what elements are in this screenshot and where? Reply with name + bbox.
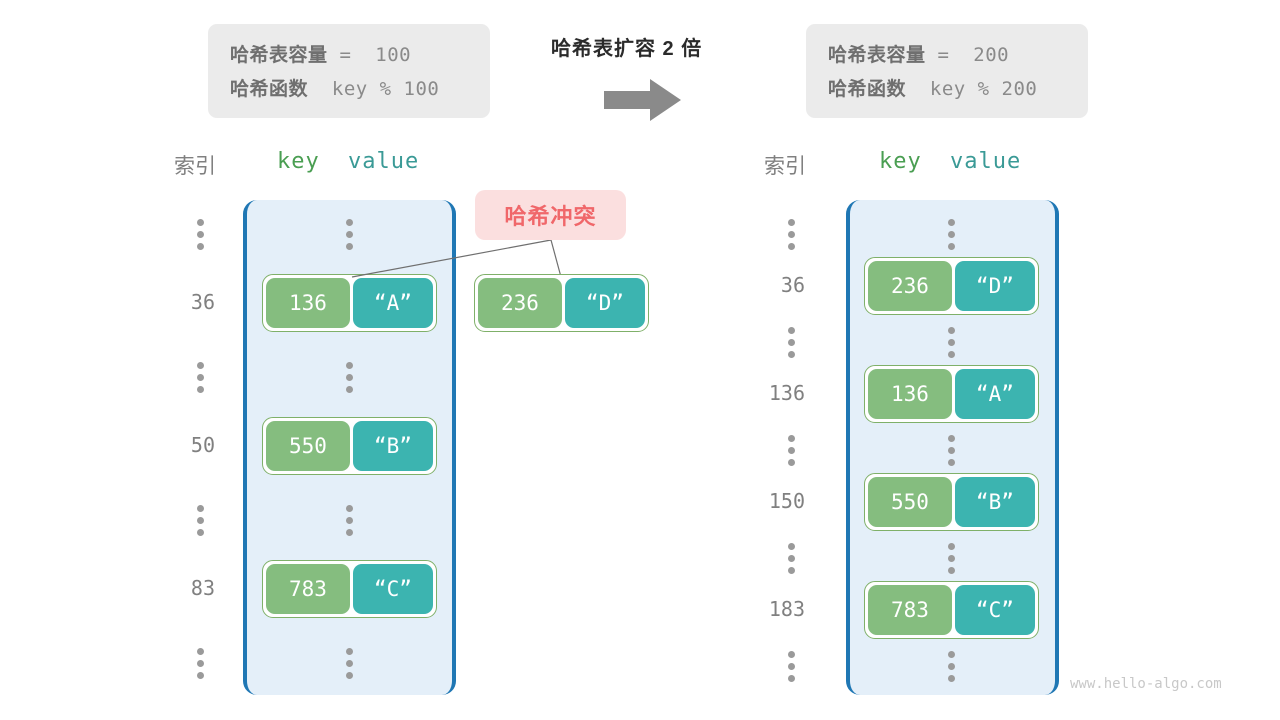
right-info-box: 哈希表容量 = 200 哈希函数 key % 200 bbox=[806, 24, 1088, 118]
right-index-ellipsis bbox=[788, 327, 795, 358]
right-entry-key: 236 bbox=[868, 261, 952, 311]
left-entry-pair[interactable]: 550 “B” bbox=[262, 417, 437, 475]
right-index-ellipsis bbox=[788, 543, 795, 574]
right-entry-key: 550 bbox=[868, 477, 952, 527]
left-header-index: 索引 bbox=[174, 155, 216, 178]
right-arrow-icon bbox=[604, 78, 682, 127]
right-header-value: value bbox=[950, 149, 1022, 174]
right-entry-value: “B” bbox=[954, 477, 1035, 527]
right-header-index: 索引 bbox=[764, 155, 806, 178]
left-index-label: 36 bbox=[190, 290, 215, 314]
right-index-label: 136 bbox=[768, 381, 805, 405]
left-entry-pair[interactable]: 136 “A” bbox=[262, 274, 437, 332]
left-function-label: 哈希函数 bbox=[230, 78, 309, 100]
right-entry-value: “C” bbox=[954, 585, 1035, 635]
right-index-ellipsis bbox=[788, 651, 795, 682]
transform-title: 哈希表扩容 2 倍 bbox=[551, 38, 703, 60]
right-bucket-ellipsis bbox=[948, 327, 955, 358]
left-bucket-ellipsis bbox=[346, 219, 353, 250]
left-entry-pair[interactable]: 783 “C” bbox=[262, 560, 437, 618]
collision-badge: 哈希冲突 bbox=[475, 190, 626, 240]
left-index-ellipsis bbox=[197, 648, 204, 679]
right-index-ellipsis bbox=[788, 435, 795, 466]
right-function-line: 哈希函数 key % 200 bbox=[828, 72, 1066, 106]
right-function-label: 哈希函数 bbox=[828, 78, 907, 100]
left-capacity-value: = 100 bbox=[327, 44, 412, 66]
right-entry-pair[interactable]: 136 “A” bbox=[864, 365, 1039, 423]
left-entry-key: 550 bbox=[266, 421, 350, 471]
colliding-entry-key: 236 bbox=[478, 278, 562, 328]
left-info-box: 哈希表容量 = 100 哈希函数 key % 100 bbox=[208, 24, 490, 118]
right-entry-value: “A” bbox=[954, 369, 1035, 419]
left-index-label: 83 bbox=[190, 576, 215, 600]
right-bucket-ellipsis bbox=[948, 435, 955, 466]
left-capacity-label: 哈希表容量 bbox=[230, 44, 328, 66]
right-entry-pair[interactable]: 550 “B” bbox=[864, 473, 1039, 531]
left-entry-value: “A” bbox=[352, 278, 433, 328]
right-bucket-ellipsis bbox=[948, 219, 955, 250]
right-index-label: 36 bbox=[780, 273, 805, 297]
left-bucket-ellipsis bbox=[346, 505, 353, 536]
right-entry-pair[interactable]: 783 “C” bbox=[864, 581, 1039, 639]
right-bucket-ellipsis bbox=[948, 543, 955, 574]
right-function-value: key % 200 bbox=[906, 78, 1038, 100]
right-entry-key: 783 bbox=[868, 585, 952, 635]
colliding-entry-pair[interactable]: 236 “D” bbox=[474, 274, 649, 332]
left-entry-key: 783 bbox=[266, 564, 350, 614]
colliding-entry-value: “D” bbox=[564, 278, 645, 328]
left-bucket-ellipsis bbox=[346, 648, 353, 679]
right-capacity-value: = 200 bbox=[925, 44, 1010, 66]
watermark: www.hello-algo.com bbox=[1070, 676, 1222, 692]
left-entry-value: “C” bbox=[352, 564, 433, 614]
right-capacity-line: 哈希表容量 = 200 bbox=[828, 38, 1066, 72]
left-entry-value: “B” bbox=[352, 421, 433, 471]
left-index-ellipsis bbox=[197, 505, 204, 536]
left-index-ellipsis bbox=[197, 219, 204, 250]
left-header-value: value bbox=[348, 149, 420, 174]
left-bucket-ellipsis bbox=[346, 362, 353, 393]
right-entry-key: 136 bbox=[868, 369, 952, 419]
left-index-label: 50 bbox=[190, 433, 215, 457]
left-function-value: key % 100 bbox=[308, 78, 440, 100]
right-index-ellipsis bbox=[788, 219, 795, 250]
left-entry-key: 136 bbox=[266, 278, 350, 328]
right-entry-value: “D” bbox=[954, 261, 1035, 311]
left-capacity-line: 哈希表容量 = 100 bbox=[230, 38, 468, 72]
right-index-label: 150 bbox=[768, 489, 805, 513]
right-entry-pair[interactable]: 236 “D” bbox=[864, 257, 1039, 315]
left-index-ellipsis bbox=[197, 362, 204, 393]
right-index-label: 183 bbox=[768, 597, 805, 621]
left-function-line: 哈希函数 key % 100 bbox=[230, 72, 468, 106]
right-header-key: key bbox=[879, 149, 922, 174]
right-capacity-label: 哈希表容量 bbox=[828, 44, 926, 66]
left-header-key: key bbox=[277, 149, 320, 174]
right-bucket-ellipsis bbox=[948, 651, 955, 682]
